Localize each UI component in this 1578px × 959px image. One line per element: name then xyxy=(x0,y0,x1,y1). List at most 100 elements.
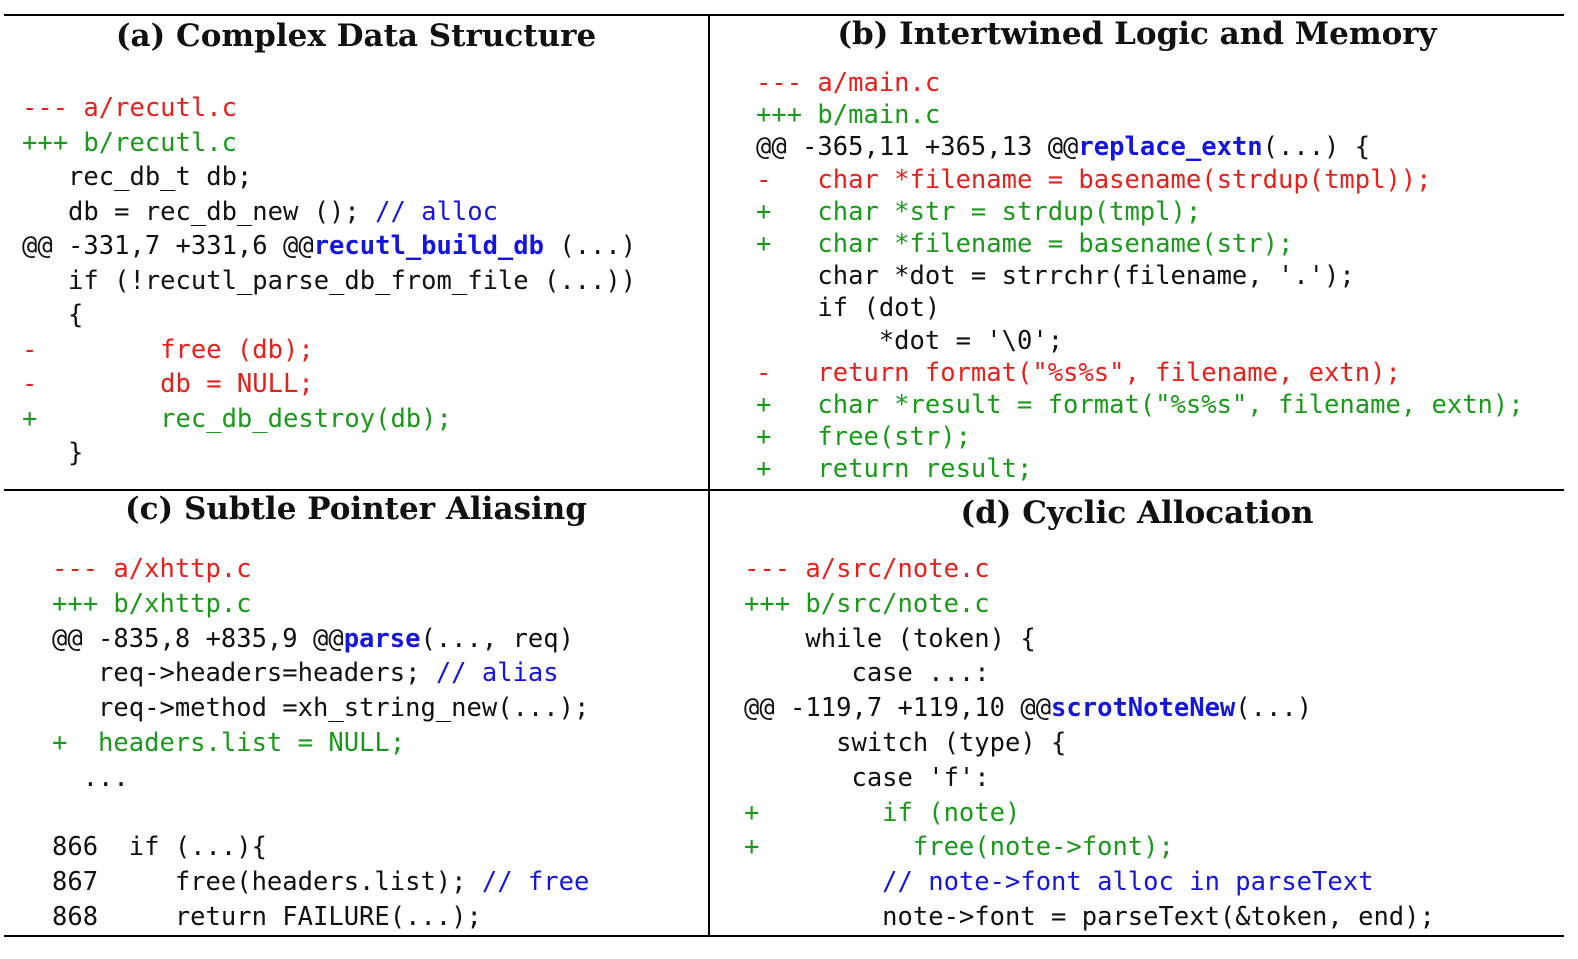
code-line: +++ b/src/note.c xyxy=(744,587,1435,622)
code-line: ... xyxy=(52,761,589,796)
code-token-plain: while (token) { xyxy=(744,623,1036,654)
code-token-plain: } xyxy=(22,438,84,468)
code-line: @@ -365,11 +365,13 @@replace_extn(...) { xyxy=(756,131,1524,163)
code-token-plain: ... xyxy=(52,762,129,793)
code-token-comment: // free xyxy=(481,867,590,898)
code-line: + free(str); xyxy=(756,421,1524,453)
code-token-func: recutl_build_db xyxy=(313,231,544,261)
code-token-plain: *dot = '\0'; xyxy=(756,325,1064,356)
code-token-plain: case ...: xyxy=(744,658,990,689)
code-token-del: - return format("%s%s", filename, extn); xyxy=(756,357,1401,388)
code-line: 867 free(headers.list); // free xyxy=(52,865,589,900)
panel-title: (a) Complex Data Structure xyxy=(115,18,597,54)
code-line: + char *result = format("%s%s", filename… xyxy=(756,389,1524,421)
code-line: case ...: xyxy=(744,656,1435,691)
code-token-plain: (...) { xyxy=(1262,132,1371,163)
code-line: + rec_db_destroy(db); xyxy=(22,402,636,437)
code-line: // note->font alloc in parseText xyxy=(744,865,1435,900)
code-token-add: + char *filename = basename(str); xyxy=(756,228,1294,259)
code-token-plain: 868 return FAILURE(...); xyxy=(52,901,482,932)
code-token-add: +++ b/main.c xyxy=(756,100,941,131)
code-token-add: + char *result = format("%s%s", filename… xyxy=(756,389,1524,420)
panel-title: (c) Subtle Pointer Aliasing xyxy=(125,491,587,527)
code-line: --- a/src/note.c xyxy=(744,552,1435,587)
code-token-plain: @@ -835,8 +835,9 @@ xyxy=(52,623,344,654)
code-token-plain: case 'f': xyxy=(744,762,990,793)
code-line: switch (type) { xyxy=(744,726,1435,761)
diff-code-block: --- a/main.c+++ b/main.c@@ -365,11 +365,… xyxy=(756,67,1524,485)
code-line: db = rec_db_new (); // alloc xyxy=(22,195,636,230)
code-token-comment: // alias xyxy=(435,658,559,689)
code-token-func: scrotNoteNew xyxy=(1051,693,1236,724)
code-token-add: + headers.list = NULL; xyxy=(52,727,406,758)
code-line: - return format("%s%s", filename, extn); xyxy=(756,357,1524,389)
code-token-plain: { xyxy=(22,300,84,330)
code-line: --- a/xhttp.c xyxy=(52,552,589,587)
code-line: } xyxy=(22,436,636,471)
code-token-del: --- a/src/note.c xyxy=(744,554,990,584)
code-token-plain: db = rec_db_new (); xyxy=(22,196,376,227)
code-line: char *dot = strrchr(filename, '.'); xyxy=(756,260,1524,292)
code-token-del: --- a/recutl.c xyxy=(22,93,237,123)
code-line: *dot = '\0'; xyxy=(756,325,1524,357)
code-token-del: - char *filename = basename(strdup(tmpl)… xyxy=(756,164,1432,195)
code-line: case 'f': xyxy=(744,761,1435,796)
code-token-plain: 866 if (...){ xyxy=(52,832,267,863)
code-token-plain: rec_db_t db; xyxy=(22,162,253,192)
code-token-add: + free(str); xyxy=(756,422,971,453)
code-token-add: +++ b/xhttp.c xyxy=(52,588,252,619)
code-token-del: - free (db); xyxy=(22,334,314,365)
code-token-comment: // note->font alloc in parseText xyxy=(744,867,1374,898)
code-line: req->method =xh_string_new(...); xyxy=(52,691,589,726)
diff-code-block: --- a/xhttp.c+++ b/xhttp.c@@ -835,8 +835… xyxy=(52,552,589,935)
code-line: 868 return FAILURE(...); xyxy=(52,900,589,935)
code-token-plain: (..., req) xyxy=(420,623,574,654)
code-line: rec_db_t db; xyxy=(22,160,636,195)
column-divider xyxy=(708,14,710,937)
code-token-add: + if (note) xyxy=(744,797,1021,828)
bottom-rule xyxy=(4,935,1564,937)
code-token-comment: // alloc xyxy=(375,196,498,227)
code-line: if (!recutl_parse_db_from_file (...)) xyxy=(22,264,636,299)
code-token-plain: @@ -331,7 +331,6 @@ xyxy=(22,231,314,261)
panel-a: (a) Complex Data Structure --- a/recutl.… xyxy=(4,16,708,489)
code-token-func: replace_extn xyxy=(1078,132,1263,163)
top-rule xyxy=(4,14,1564,16)
code-line: @@ -835,8 +835,9 @@parse(..., req) xyxy=(52,622,589,657)
code-line: - free (db); xyxy=(22,333,636,368)
code-token-del: - db = NULL; xyxy=(22,369,314,399)
code-line: @@ -119,7 +119,10 @@scrotNoteNew(...) xyxy=(744,691,1435,726)
code-line: + headers.list = NULL; xyxy=(52,726,589,761)
code-token-add: + return result; xyxy=(756,454,1033,485)
code-token-plain: (...) xyxy=(544,231,637,261)
code-token-del: --- a/xhttp.c xyxy=(52,554,252,584)
code-line: +++ b/recutl.c xyxy=(22,126,636,161)
code-line: { xyxy=(22,298,636,333)
code-token-func: parse xyxy=(343,623,421,654)
panel-c: (c) Subtle Pointer Aliasing --- a/xhttp.… xyxy=(4,491,708,935)
code-token-del: --- a/main.c xyxy=(756,68,941,98)
code-token-add: +++ b/src/note.c xyxy=(744,588,990,619)
code-token-add: + rec_db_destroy(db); xyxy=(22,403,452,434)
code-line: + char *str = strdup(tmpl); xyxy=(756,196,1524,228)
code-token-plain: if (!recutl_parse_db_from_file (...)) xyxy=(22,265,637,296)
code-line: @@ -331,7 +331,6 @@recutl_build_db (...) xyxy=(22,229,636,264)
code-token-plain: @@ -119,7 +119,10 @@ xyxy=(744,693,1052,724)
panel-title: (d) Cyclic Allocation xyxy=(960,495,1314,531)
code-line: if (dot) xyxy=(756,292,1524,324)
code-line: req->headers=headers; // alias xyxy=(52,656,589,691)
code-line: + if (note) xyxy=(744,796,1435,831)
code-token-plain: (...) xyxy=(1235,693,1313,724)
code-token-plain: 867 free(headers.list); xyxy=(52,867,482,898)
code-line: + return result; xyxy=(756,453,1524,485)
code-line: + free(note->font); xyxy=(744,830,1435,865)
code-line: --- a/recutl.c xyxy=(22,91,636,126)
code-token-plain: if (dot) xyxy=(756,293,941,324)
code-line: + char *filename = basename(str); xyxy=(756,228,1524,260)
panel-title: (b) Intertwined Logic and Memory xyxy=(837,16,1437,52)
code-line: - char *filename = basename(strdup(tmpl)… xyxy=(756,164,1524,196)
middle-rule xyxy=(4,489,1564,491)
code-line xyxy=(52,796,589,831)
code-token-plain: char *dot = strrchr(filename, '.'); xyxy=(756,261,1355,292)
